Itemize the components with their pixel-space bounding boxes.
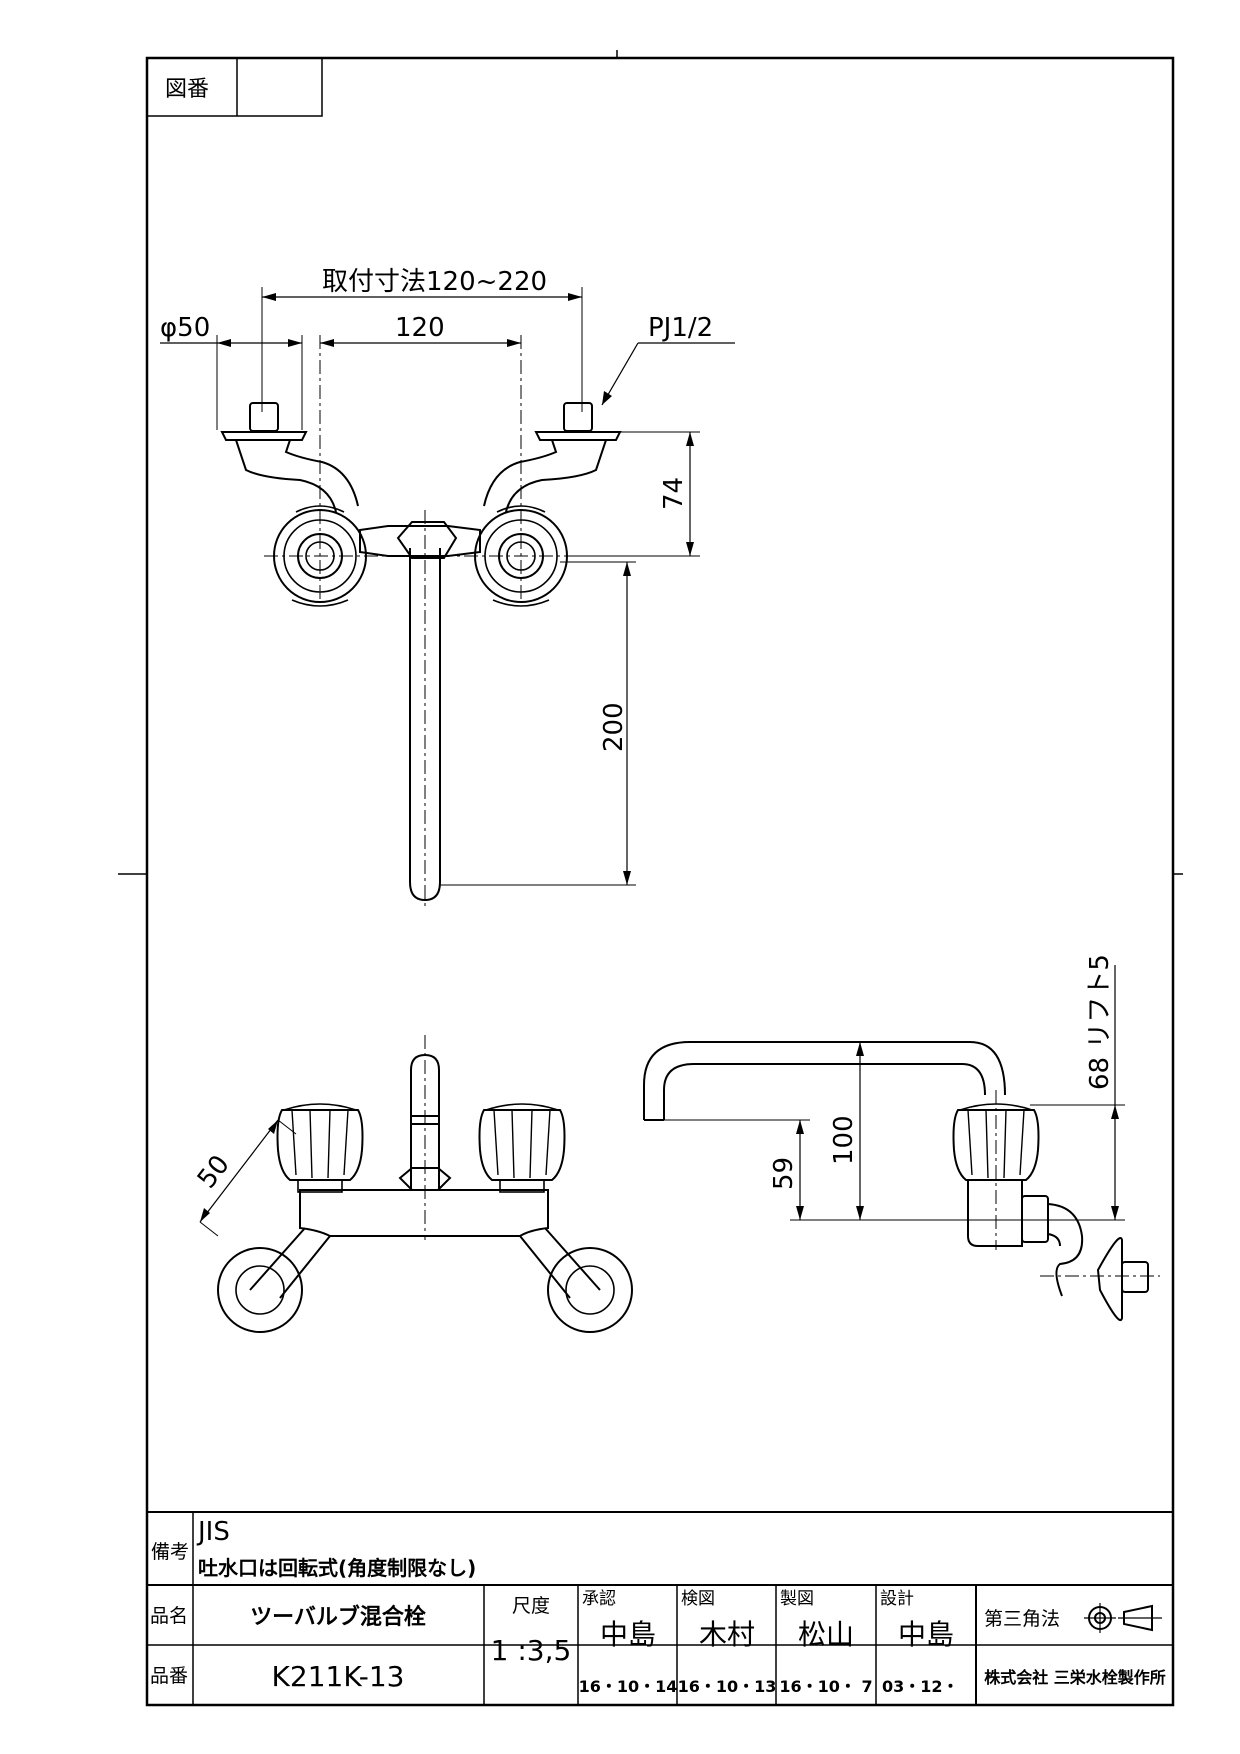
- design-name: 中島: [898, 1618, 954, 1651]
- check-label: 検図: [681, 1589, 715, 1609]
- drawing-number-label: 図番: [165, 77, 209, 102]
- product-name: ツーバルブ混合栓: [250, 1604, 426, 1630]
- company-name: 株式会社 三栄水栓製作所: [984, 1668, 1166, 1687]
- projection-label: 第三角法: [984, 1608, 1060, 1630]
- scale-value: 1 :3,5: [491, 1634, 572, 1667]
- name-label: 品名: [150, 1605, 188, 1627]
- top-view: 取付寸法120~220 φ50 120 PJ1/2: [160, 267, 735, 910]
- draft-name: 松山: [798, 1618, 854, 1651]
- title-block: 品名 ツーバルブ混合栓 品番 K211K-13 尺度 1 :3,5 承認 中島 …: [147, 1584, 1173, 1705]
- approve-date: 16・10・14: [579, 1677, 678, 1696]
- product-number: K211K-13: [272, 1660, 405, 1693]
- design-date: 03・12・: [882, 1677, 959, 1696]
- scale-label: 尺度: [512, 1595, 550, 1617]
- approve-name: 中島: [600, 1618, 656, 1651]
- check-date: 16・10・13: [678, 1677, 777, 1696]
- check-name: 木村: [699, 1618, 755, 1651]
- sheet-border: [145, 56, 1175, 1707]
- dim-100-label: 100: [829, 1115, 859, 1165]
- dim-59-label: 59: [769, 1157, 799, 1190]
- spout-200-label: 200: [599, 702, 629, 752]
- notes-label: 備考: [151, 1541, 189, 1563]
- notes-line2: 吐水口は回転式(角度制限なし): [198, 1556, 476, 1580]
- thread-label: PJ1/2: [648, 313, 713, 343]
- lift-label: 68 リフト5: [1085, 954, 1115, 1090]
- number-label: 品番: [150, 1665, 188, 1687]
- mount-dimension-label: 取付寸法120~220: [322, 267, 547, 297]
- notes-block: 備考 JIS 吐水口は回転式(角度制限なし): [147, 1511, 1173, 1585]
- draft-label: 製図: [780, 1589, 814, 1609]
- third-angle-projection-icon: [1084, 1603, 1162, 1633]
- draft-date: 16・10・ 7: [779, 1677, 872, 1696]
- height-74-label: 74: [659, 477, 689, 510]
- front-view: 50: [192, 1035, 633, 1333]
- knob-50-label: 50: [192, 1150, 236, 1195]
- center-distance-label: 120: [395, 313, 445, 343]
- approve-label: 承認: [582, 1589, 616, 1609]
- drawing-number-box: 図番: [146, 57, 323, 117]
- notes-line1: JIS: [196, 1517, 230, 1547]
- side-view: 100 59 68 リフト5: [643, 954, 1160, 1321]
- design-label: 設計: [880, 1589, 914, 1609]
- diameter-label: φ50: [160, 313, 210, 343]
